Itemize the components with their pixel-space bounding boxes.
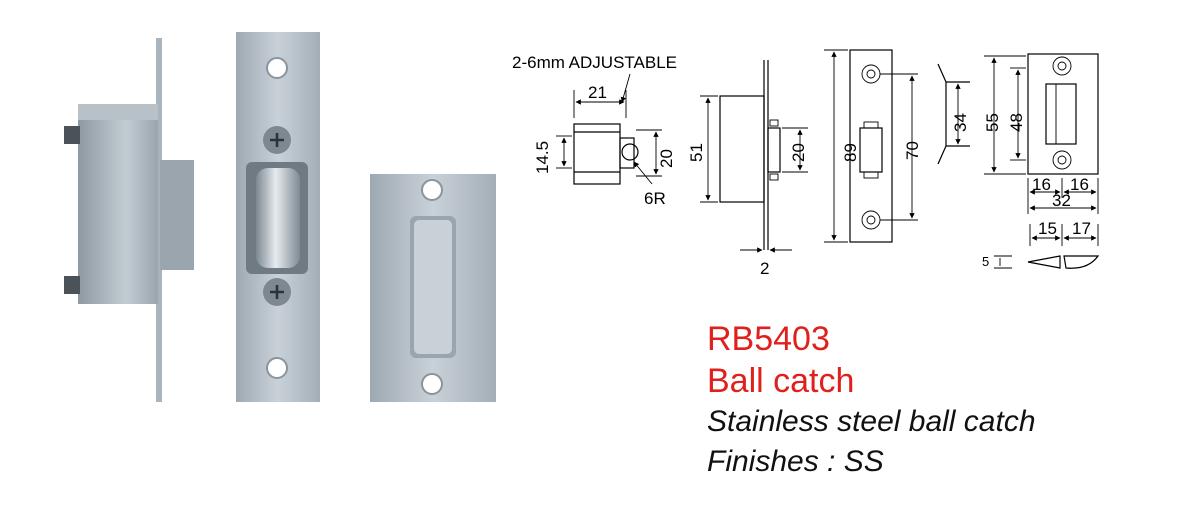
- catch-front-view: [236, 32, 320, 402]
- dim-15: 15: [1038, 219, 1057, 238]
- dim-48: 48: [1007, 113, 1026, 132]
- dim-6r: 6R: [644, 189, 666, 208]
- drawing-strike-view: 34 55 48 16 16 32 15 17 5: [937, 53, 1100, 269]
- product-description: Stainless steel ball catch: [707, 405, 1036, 438]
- product-finishes: Finishes : SS: [707, 445, 884, 478]
- dim-5: 5: [982, 254, 989, 269]
- product-model: RB5403: [707, 320, 830, 358]
- dim-14-5: 14.5: [533, 141, 552, 174]
- strike-plate: [370, 174, 496, 402]
- dim-55: 55: [983, 113, 1002, 132]
- dim-70: 70: [903, 141, 922, 160]
- dim-32: 32: [1052, 191, 1071, 210]
- dim-20a: 20: [657, 149, 676, 168]
- dim-89: 89: [841, 143, 860, 162]
- dim-16b: 16: [1070, 175, 1089, 194]
- dim-17: 17: [1072, 219, 1091, 238]
- dim-adjustable: 2-6mm ADJUSTABLE: [512, 53, 677, 72]
- dim-2: 2: [760, 259, 769, 278]
- product-info: RB5403 Ball catch Stainless steel ball c…: [707, 318, 1036, 482]
- dim-20b: 20: [789, 143, 808, 162]
- catch-side-view: [64, 38, 194, 402]
- product-photo: [64, 32, 496, 402]
- dim-16a: 16: [1032, 175, 1051, 194]
- dim-34: 34: [951, 113, 970, 132]
- dim-51: 51: [687, 143, 706, 162]
- drawing-side-view: 2-6mm ADJUSTABLE 21 14.5 20 6R: [512, 53, 677, 208]
- drawing-faceplate-view: 89 70: [824, 49, 922, 243]
- product-name: Ball catch: [707, 362, 855, 400]
- drawing-body-view: 51 20 2: [687, 60, 808, 278]
- dim-21: 21: [588, 83, 607, 102]
